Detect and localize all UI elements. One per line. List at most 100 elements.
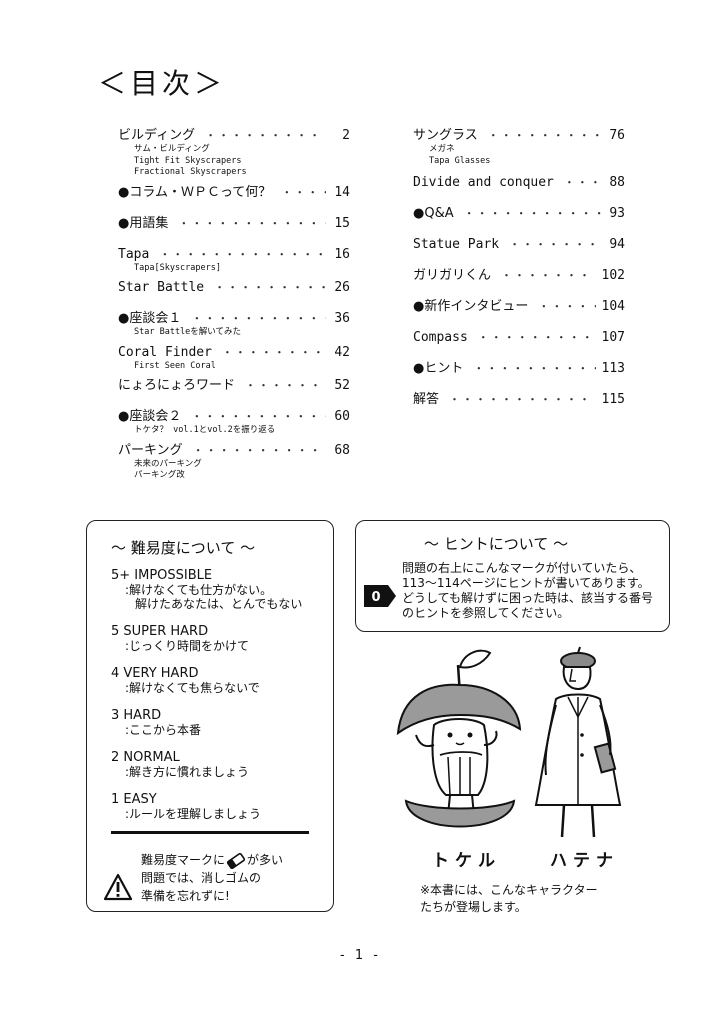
toc-entry-subtitle: First Seen Coral xyxy=(134,360,216,371)
warning-icon xyxy=(103,873,133,901)
hint-line: 問題の右上にこんなマークが付いていたら、 xyxy=(402,561,642,575)
toc-entry-page: 115 xyxy=(601,392,625,407)
difficulty-level: 4 VERY HARD :解けなくても焦らないで xyxy=(111,666,260,696)
toc-entry-row: ●コラム・ＷＰＣって何？ 14 xyxy=(118,185,350,201)
difficulty-level-desc: :解き方に慣れましょう xyxy=(125,765,250,779)
hint-line: 113～114ページにヒントが書いてあります。 xyxy=(402,576,650,590)
toc-entry-row: ガリガリくん 102 xyxy=(413,268,625,284)
tokeru-name: トケル xyxy=(432,851,501,871)
toc-entry: Compass107 xyxy=(413,330,625,346)
hint-line: のヒントを参照してください。 xyxy=(402,606,570,620)
toc-entry: ガリガリくん 102 xyxy=(413,268,625,284)
toc-leader-dots xyxy=(478,330,596,346)
toc-entry-row: ●座談会２60 xyxy=(118,409,350,425)
toc-leader-dots xyxy=(191,409,326,425)
toc-entry-label: Coral Finder xyxy=(118,344,212,360)
toc-entry-page: 93 xyxy=(609,206,625,221)
warning-text: 難易度マークに が多い 問題では、消しゴムの 準備を忘れずに! xyxy=(141,851,283,905)
toc-entry-page: 2 xyxy=(342,128,350,143)
toc-entry-page: 68 xyxy=(334,442,350,458)
difficulty-level-desc: :ここから本番 xyxy=(125,723,202,737)
toc-entry: ●新作インタビュー104 xyxy=(413,299,625,315)
toc-leader-dots xyxy=(509,237,601,253)
caption-line2: たちが登場します。 xyxy=(420,900,527,914)
toc-entry-label: ●コラム・ＷＰＣって何？ xyxy=(118,184,272,200)
toc-leader-dots xyxy=(449,392,596,408)
toc-entry-row: にょろにょろワード52 xyxy=(118,378,350,394)
toc-entry-label: パーキング xyxy=(118,442,183,458)
hint-badge-text: 0 xyxy=(371,590,380,605)
toc-entry-subtitle: パーキング改 xyxy=(134,470,185,480)
toc-entry-row: パーキング 68 xyxy=(118,443,350,459)
toc-leader-dots xyxy=(564,175,601,191)
toc-leader-dots xyxy=(464,206,601,222)
caption-line1: ※本書には、こんなキャラクター xyxy=(420,883,598,897)
difficulty-level-desc: :解けなくても仕方がない。 xyxy=(125,583,273,597)
toc-entry-subtitle: Tapa[Skyscrapers] xyxy=(134,262,221,273)
toc-entry: Tapa16Tapa[Skyscrapers] xyxy=(118,247,350,275)
page-number: - 1 - xyxy=(340,948,381,963)
toc-leader-dots xyxy=(159,247,326,263)
difficulty-level-name: 4 VERY HARD xyxy=(111,666,199,681)
toc-entry-row: Divide and conquer88 xyxy=(413,175,625,191)
toc-entry: Coral Finder42First Seen Coral xyxy=(118,345,350,373)
toc-entry-label: ●用語集 xyxy=(118,215,169,231)
toc-leader-dots xyxy=(191,311,326,327)
hatena-character-illustration xyxy=(534,646,622,838)
toc-entry-page: 113 xyxy=(601,361,625,376)
toc-entry: パーキング68未来のパーキングパーキング改 xyxy=(118,443,350,482)
toc-entry-page: 107 xyxy=(601,330,625,345)
difficulty-level: 2 NORMAL :解き方に慣れましょう xyxy=(111,750,250,780)
warning-line2: 問題では、消しゴムの xyxy=(141,871,262,885)
toc-entry-subtitle: サム・ビルディング xyxy=(134,144,210,154)
toc-entry-page: 94 xyxy=(609,237,625,252)
toc-leader-dots xyxy=(222,345,326,361)
toc-entry-row: Compass107 xyxy=(413,330,625,346)
toc-entry-row: ●Q&A 93 xyxy=(413,206,625,222)
tokeru-character-illustration xyxy=(396,649,522,828)
toc-entry-row: 解答 115 xyxy=(413,392,625,408)
hint-box: ～ ヒントについて ～ 0 問題の右上にこんなマークが付いていたら、 113～1… xyxy=(355,520,670,632)
toc-entry-label: ●Q&A xyxy=(413,206,454,221)
toc-entry-page: 26 xyxy=(334,280,350,295)
toc-entry-label: ●新作インタビュー xyxy=(413,299,529,314)
warning-line1a: 難易度マークに xyxy=(141,853,226,867)
toc-entry-subtitle: トケタ？ vol.1とvol.2を振り返る xyxy=(134,425,276,435)
hint-mark-icon: 0 xyxy=(364,585,396,607)
difficulty-level-desc: :ルールを理解しましょう xyxy=(125,807,262,821)
difficulty-level: 1 EASY :ルールを理解しましょう xyxy=(111,793,262,822)
toc-entry-label: にょろにょろワード xyxy=(118,378,236,393)
toc-entry-subtitle: メガネ xyxy=(429,144,455,154)
characters-caption: ※本書には、こんなキャラクター たちが登場します。 xyxy=(420,882,598,916)
difficulty-level-name: 2 NORMAL xyxy=(111,750,180,765)
toc-entry-label: ガリガリくん xyxy=(413,268,492,283)
toc-entry: Statue Park94 xyxy=(413,237,625,253)
toc-entry-page: 15 xyxy=(334,215,350,231)
hint-text: 問題の右上にこんなマークが付いていたら、 113～114ページにヒントが書いてあ… xyxy=(402,561,653,621)
eraser-icon xyxy=(226,852,246,869)
difficulty-level: 5 SUPER HARD :じっくり時間をかけて xyxy=(111,625,249,654)
toc-leader-dots xyxy=(178,216,326,232)
toc-entry-page: 88 xyxy=(609,175,625,190)
toc-entry-row: ●ヒント 113 xyxy=(413,361,625,377)
toc-entry-label: ●ヒント xyxy=(413,361,464,376)
toc-entry: ●座談会１36Star Battleを解いてみた xyxy=(118,311,350,339)
toc-entry-subtitle: Fractional Skyscrapers xyxy=(134,167,247,177)
toc-entry-row: ビルディング2 xyxy=(118,128,350,144)
toc-entry-label: 解答 xyxy=(413,392,440,407)
toc-entry-row: ●座談会１36 xyxy=(118,311,350,327)
toc-entry-label: ●座談会２ xyxy=(118,409,182,424)
toc-entry: ●座談会２60トケタ？ vol.1とvol.2を振り返る xyxy=(118,409,350,437)
warning-line3: 準備を忘れずに! xyxy=(141,889,230,903)
toc-entry: にょろにょろワード52 xyxy=(118,378,350,394)
toc-entry: ●Q&A 93 xyxy=(413,206,625,222)
difficulty-level-desc2: 解けたあなたは、とんでもない xyxy=(135,597,303,611)
difficulty-level-name: 5+ IMPOSSIBLE xyxy=(111,568,213,583)
difficulty-level-name: 3 HARD xyxy=(111,708,162,723)
toc-entry-page: 102 xyxy=(601,268,625,283)
difficulty-level-desc: :解けなくても焦らないで xyxy=(125,681,260,695)
toc-entry-page: 76 xyxy=(609,128,625,143)
toc-entry-page: 14 xyxy=(334,184,350,200)
warning-line1b: が多い xyxy=(247,853,284,867)
